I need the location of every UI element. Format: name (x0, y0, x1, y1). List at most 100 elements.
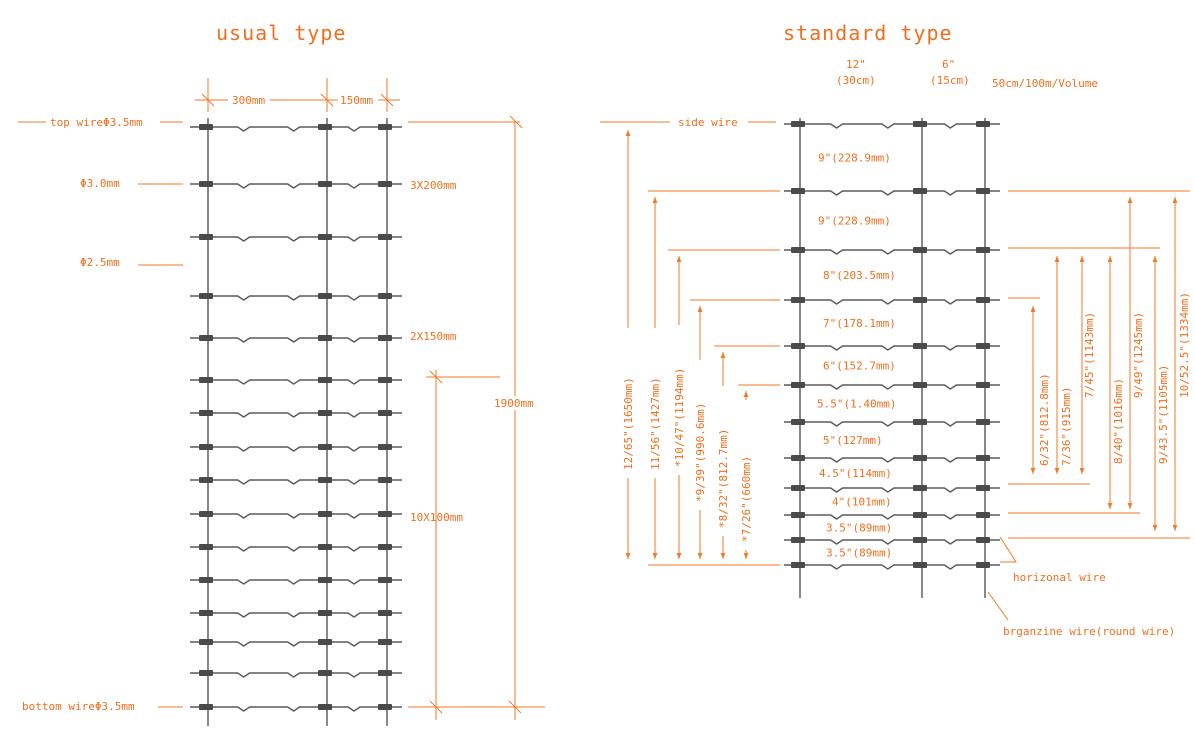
standard-spacing-label: 3.5"(89mm) (826, 522, 892, 535)
standard-spacing-labels: 9"(228.9mm) 9"(228.9mm) 8"(203.5mm) 7"(178.… (817, 152, 896, 560)
usual-dim-top-tick (509, 115, 523, 129)
left-height-dim-1: 12/65"(1650mm) (622, 130, 635, 559)
standard-wire-12 (784, 562, 1000, 570)
standard-wire-5 (784, 343, 1000, 351)
left-height-label: *7/26"(660mm) (740, 456, 753, 542)
left-height-dim-3: *10/47"(1194mm) (668, 249, 780, 559)
right-height-dim-2: 7/36"(915mm) (1054, 256, 1073, 474)
usual-wire-11 (190, 544, 402, 552)
usual-spacing-bottom-label: 10X100mm (410, 511, 463, 524)
usual-wire-3 (190, 234, 402, 242)
standard-wire-10 (784, 512, 1000, 520)
usual-wire-2 (190, 181, 402, 189)
usual-type-diagram: usual type 300mm 150mm top wireΦ3.5mm Φ3… (18, 21, 545, 726)
usual-wire-16 (190, 704, 402, 712)
usual-phi30-label: Φ3.0mm (80, 177, 120, 190)
left-height-label: *9/39"(990.6mm) (694, 403, 707, 502)
usual-spacing-mid-label: 2X150mm (410, 330, 457, 343)
right-height-dim-3: 7/45"(1143mm) (1079, 256, 1096, 474)
standard-spacing-label: 3.5"(89mm) (826, 547, 892, 560)
right-height-dim-1: 6/32"(812.8mm) (1030, 306, 1051, 474)
left-height-label: 11/56"(1427mm) (649, 377, 662, 470)
usual-wire-10 (190, 511, 402, 519)
left-height-dim-4: *9/39"(990.6mm) (690, 299, 780, 559)
standard-horizontal-wires (784, 121, 1000, 570)
usual-wire-14 (190, 639, 402, 647)
horizontal-wire-label: horizonal wire (1013, 571, 1106, 584)
right-height-dim-7: 10/52.5"(1334mm) (1172, 197, 1191, 531)
side-wire-label: side wire (678, 116, 738, 129)
standard-wire-11 (784, 537, 1000, 545)
standard-spacing-label: 5.5"(1.40mm) (817, 398, 896, 411)
usual-horizontal-wires (190, 124, 402, 712)
standard-wire-7 (784, 419, 1000, 427)
right-height-label: 9/43.5"(1105mm) (1157, 365, 1170, 464)
left-height-dim-5: *8/32"(812.7mm) (714, 345, 780, 559)
left-height-label: *8/32"(812.7mm) (717, 429, 730, 528)
standard-spacing-label: 6"(152.7mm) (823, 360, 896, 373)
standard-right-height-dimensions: 6/32"(812.8mm) 7/36"(915mm) 7/45"(1143mm) 8… (1008, 190, 1191, 539)
usual-wire-12 (190, 577, 402, 585)
usual-dim-bottom-tick-r (508, 700, 522, 714)
standard-wire-2 (784, 188, 1000, 196)
left-height-dim-2: 11/56"(1427mm) (648, 190, 780, 559)
usual-width-right-label: 150mm (340, 94, 373, 107)
left-height-dim-6: *7/26"(660mm) (738, 384, 780, 559)
standard-wire-9 (784, 485, 1000, 493)
usual-lower-dim-tick (429, 370, 443, 384)
standard-col2-cm: (15cm) (930, 74, 970, 87)
usual-bottom-wire-label: bottom wireΦ3.5mm (22, 700, 135, 713)
usual-wire-13 (190, 610, 402, 618)
left-height-label: 12/65"(1650mm) (622, 377, 635, 470)
right-height-dim-5: 9/49"(1245mm) (1127, 197, 1145, 509)
standard-roll-label: 50cm/100m/Volume (992, 77, 1098, 90)
usual-width-tick-mid (320, 93, 334, 107)
standard-spacing-label: 4"(101mm) (832, 496, 892, 509)
left-height-label: *10/47"(1194mm) (673, 368, 686, 467)
standard-wire-8 (784, 455, 1000, 463)
usual-width-left-label: 300mm (232, 94, 265, 107)
standard-spacing-label: 8"(203.5mm) (823, 269, 896, 282)
right-height-label: 10/52.5"(1334mm) (1178, 292, 1191, 398)
usual-wire-9 (190, 477, 402, 485)
standard-spacing-label: 7"(178.1mm) (823, 317, 896, 330)
round-wire-label: brganzine wire(round wire) (1003, 625, 1175, 638)
right-height-dim-4: 8/40"(1016mm) (1107, 256, 1125, 509)
standard-spacing-label: 9"(228.9mm) (818, 152, 891, 165)
usual-width-tick-right (380, 93, 394, 107)
usual-wire-4 (190, 293, 402, 301)
round-wire-leader (987, 591, 1009, 621)
usual-wire-1 (190, 124, 402, 132)
standard-spacing-label: 5"(127mm) (823, 434, 883, 447)
horizontal-wire-leader (999, 536, 1017, 563)
standard-wire-3 (784, 247, 1000, 255)
standard-wire-4 (784, 297, 1000, 305)
standard-type-diagram: standard type 12" (30cm) 6" (15cm) 50cm/… (600, 21, 1191, 638)
usual-total-height-label: 1900mm (494, 397, 534, 410)
usual-wire-5 (190, 335, 402, 343)
standard-spacing-label: 9"(228.9mm) (818, 215, 891, 228)
right-height-label: 7/36"(915mm) (1060, 387, 1073, 466)
usual-top-wire-label: top wireΦ3.5mm (50, 116, 143, 129)
usual-phi25-label: Φ2.5mm (80, 256, 120, 269)
standard-spacing-label: 4.5"(114mm) (819, 467, 892, 480)
right-height-dim-6: 9/43.5"(1105mm) (1152, 256, 1170, 531)
right-height-label: 8/40"(1016mm) (1112, 378, 1125, 464)
usual-wire-8 (190, 444, 402, 452)
usual-wire-15 (190, 670, 402, 678)
standard-col1-inch: 12" (846, 58, 866, 71)
standard-wire-6 (784, 382, 1000, 390)
standard-col2-inch: 6" (942, 58, 955, 71)
usual-spacing-top-label: 3X200mm (410, 179, 457, 192)
standard-left-height-dimensions: 12/65"(1650mm) 11/56"(1427mm) *10/47"(1194… (622, 130, 780, 566)
standard-type-title: standard type (783, 21, 953, 45)
standard-col1-cm: (30cm) (836, 74, 876, 87)
right-height-label: 9/49"(1245mm) (1132, 312, 1145, 398)
usual-width-tick-left (201, 93, 215, 107)
right-height-label: 6/32"(812.8mm) (1038, 373, 1051, 466)
usual-wire-7 (190, 410, 402, 418)
usual-wire-6 (190, 377, 402, 385)
standard-wire-1 (784, 121, 1000, 129)
right-height-label: 7/45"(1143mm) (1083, 312, 1096, 398)
